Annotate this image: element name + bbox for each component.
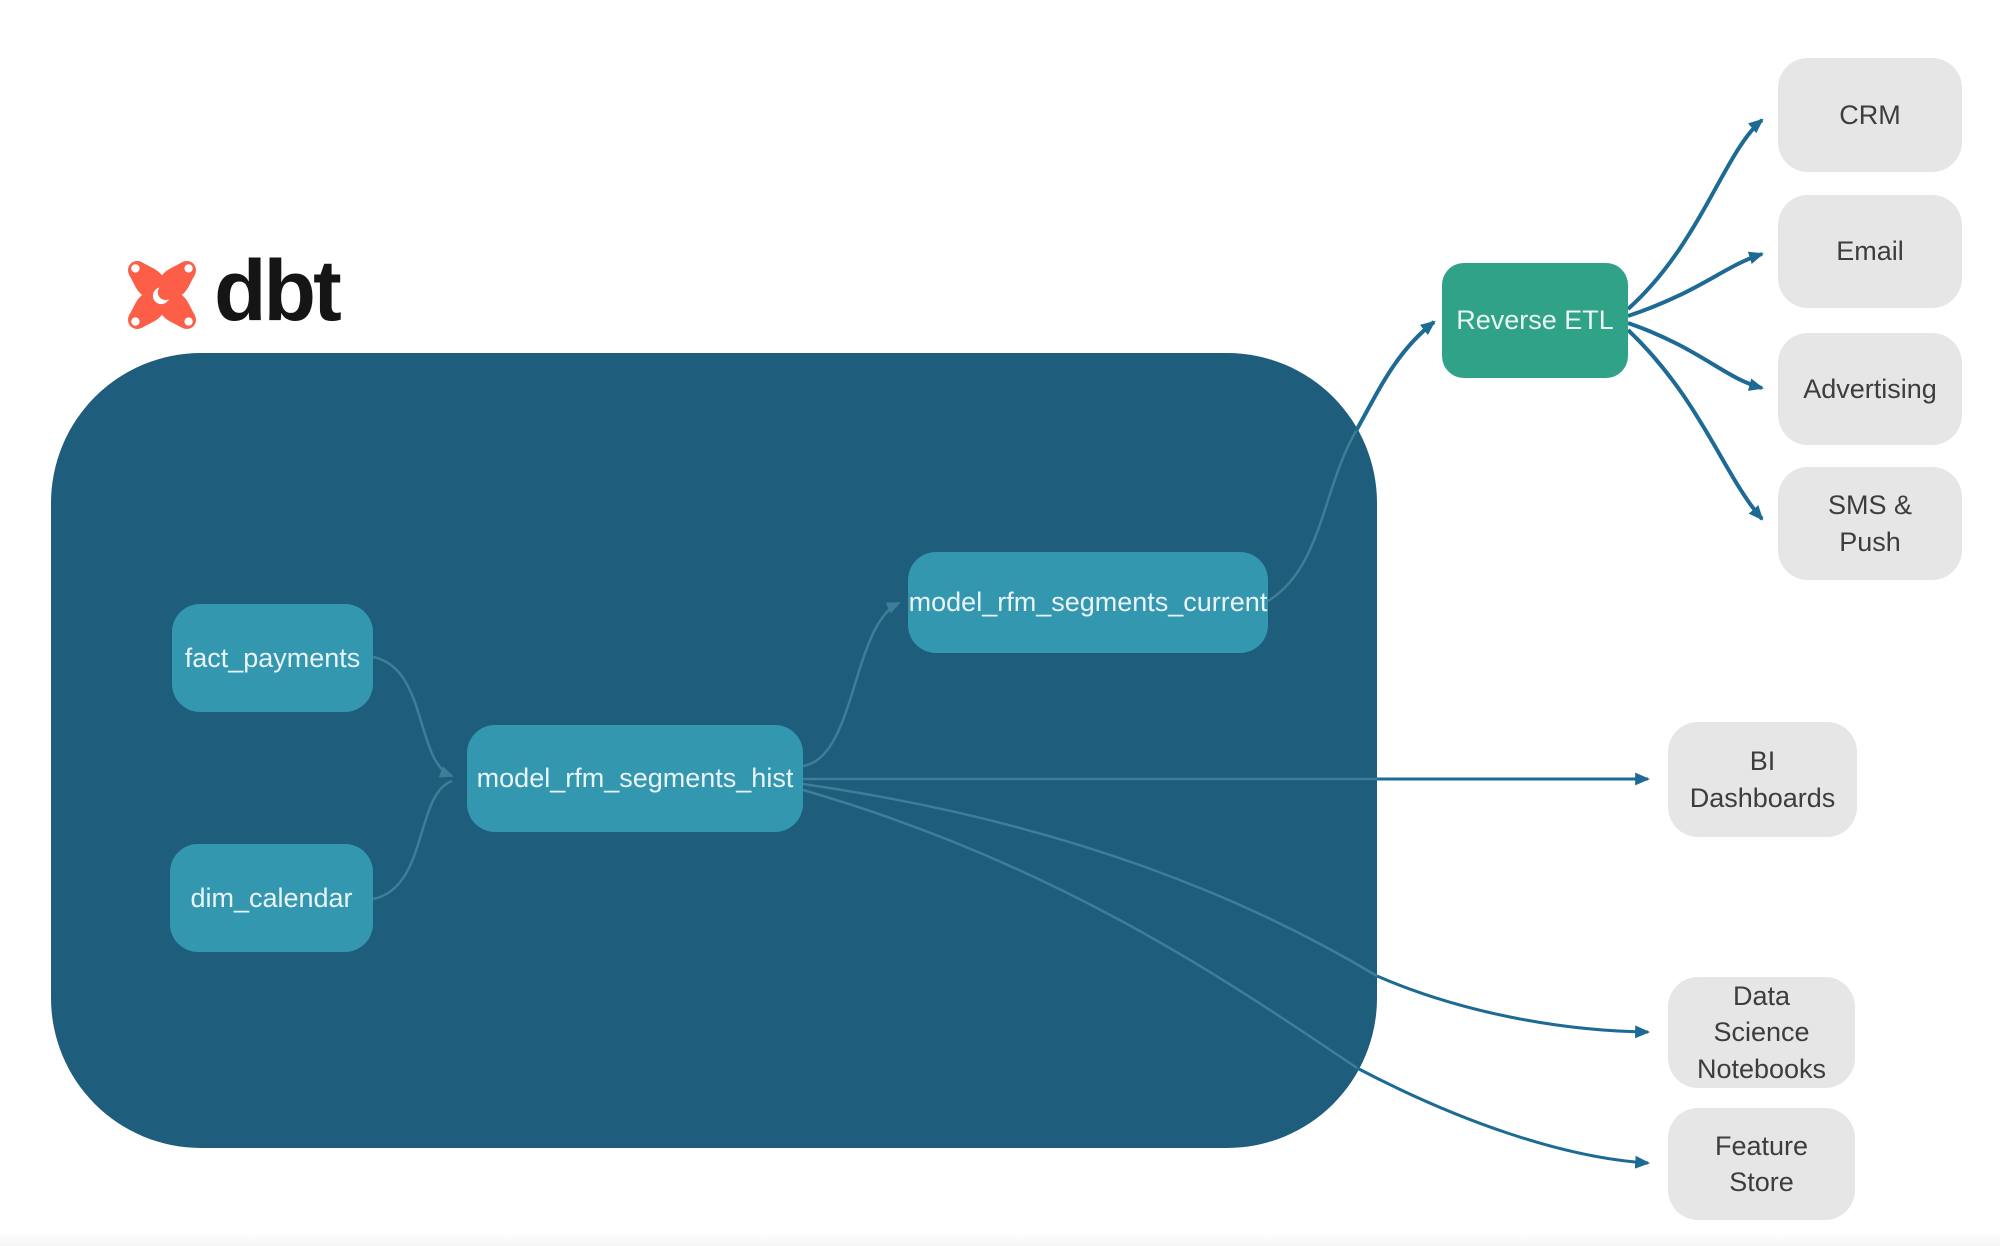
node-model-rfm-segments-current-label: model_rfm_segments_current xyxy=(908,587,1268,617)
node-email: Email xyxy=(1778,195,1962,308)
dbt-logo-text: dbt xyxy=(214,243,342,339)
node-reverse-etl: Reverse ETL xyxy=(1442,263,1628,378)
node-data-science-notebooks: Data Science Notebooks xyxy=(1668,977,1855,1088)
node-advertising-label: Advertising xyxy=(1803,373,1937,404)
edge-to-data-science-notebooks xyxy=(1376,974,1651,1039)
node-dim-calendar: dim_calendar xyxy=(170,844,373,952)
node-fact-payments-label: fact_payments xyxy=(184,642,361,673)
edge-reverse-etl-to-crm xyxy=(1626,118,1764,311)
node-data-science-notebooks-label: Data Science Notebooks xyxy=(1696,980,1827,1084)
node-model-rfm-segments-hist-label: model_rfm_segments_hist xyxy=(476,763,794,793)
edge-reverse-etl-to-sms-push xyxy=(1626,328,1764,521)
edge-reverse-etl-to-advertising xyxy=(1627,321,1765,391)
node-email-label: Email xyxy=(1836,236,1904,267)
node-fact-payments: fact_payments xyxy=(172,604,373,712)
node-model-rfm-segments-current: model_rfm_segments_current xyxy=(908,552,1268,653)
node-model-rfm-segments-hist: model_rfm_segments_hist xyxy=(467,725,803,832)
node-dim-calendar-label: dim_calendar xyxy=(190,882,353,913)
edge-to-feature-store xyxy=(1356,1066,1651,1169)
node-reverse-etl-label: Reverse ETL xyxy=(1456,305,1614,335)
node-crm: CRM xyxy=(1778,58,1962,172)
node-crm-label: CRM xyxy=(1839,99,1901,130)
edge-current-to-reverse-etl xyxy=(1354,320,1436,432)
dbt-logo: dbt xyxy=(124,248,342,338)
node-advertising: Advertising xyxy=(1778,333,1962,445)
dbt-logo-icon xyxy=(128,261,196,329)
node-sms-push: SMS & Push xyxy=(1778,467,1962,580)
node-feature-store: Feature Store xyxy=(1668,1108,1855,1220)
node-bi-dashboards: BI Dashboards xyxy=(1668,722,1857,837)
node-feature-store-label: Feature Store xyxy=(1714,1130,1809,1197)
node-sms-push-label: SMS & Push xyxy=(1827,490,1913,557)
node-bi-dashboards-label: BI Dashboards xyxy=(1689,746,1836,813)
page-bottom-divider xyxy=(0,1233,2000,1246)
edge-reverse-etl-to-email xyxy=(1627,251,1765,318)
